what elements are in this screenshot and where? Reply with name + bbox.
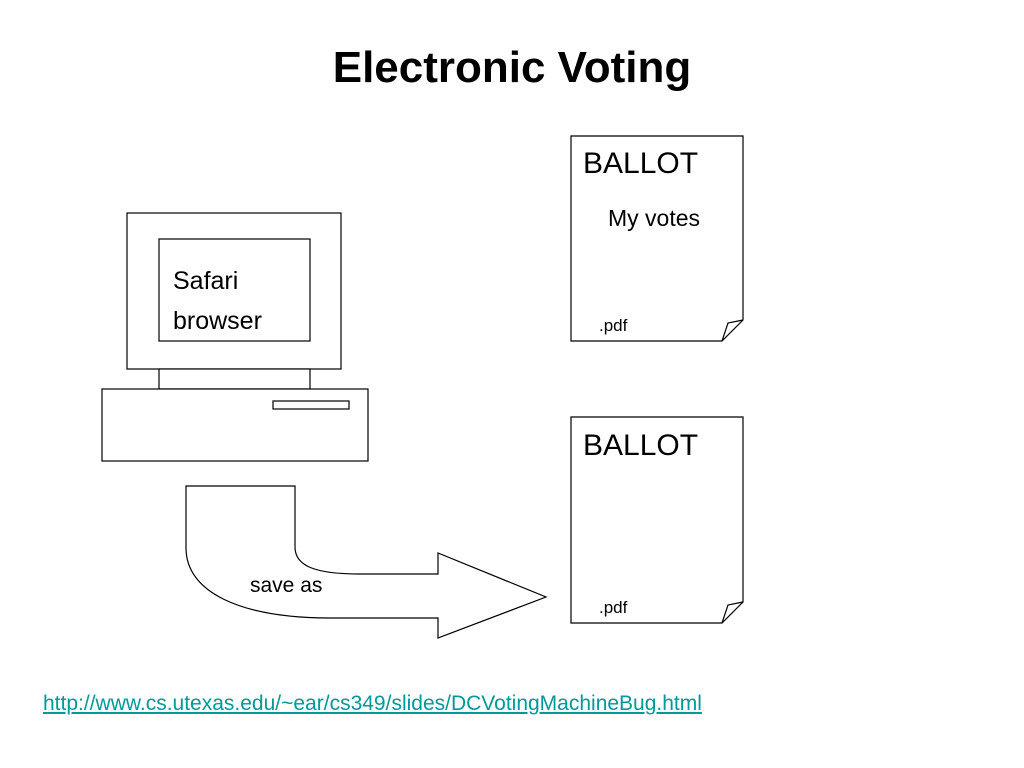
slide-title: Electronic Voting [332, 43, 692, 92]
screen-line-1: Safari [173, 267, 238, 295]
disk-drive-slot [272, 400, 350, 410]
ballot-document-top [570, 135, 744, 342]
ballot-top-page [570, 135, 744, 342]
source-link[interactable]: http://www.cs.utexas.edu/~ear/cs349/slid… [43, 692, 702, 715]
screen-line-2: browser [173, 307, 262, 335]
monitor-neck [158, 368, 311, 390]
save-as-label: save as [250, 574, 322, 597]
ballot-bottom-heading: BALLOT [583, 429, 698, 462]
monitor-screen [158, 238, 311, 342]
computer [101, 212, 369, 462]
computer-base [101, 388, 369, 462]
ballot-top-body: My votes [608, 205, 700, 231]
ballot-top-heading: BALLOT [583, 147, 698, 180]
ballot-document-bottom [570, 416, 744, 624]
ballot-top-page-curl [721, 319, 744, 342]
ballot-bottom-page [570, 416, 744, 624]
ballot-bottom-extension: .pdf [599, 598, 628, 617]
ballot-bottom-page-curl [721, 601, 744, 624]
save-as-arrow [185, 485, 548, 639]
ballot-top-extension: .pdf [599, 316, 628, 335]
